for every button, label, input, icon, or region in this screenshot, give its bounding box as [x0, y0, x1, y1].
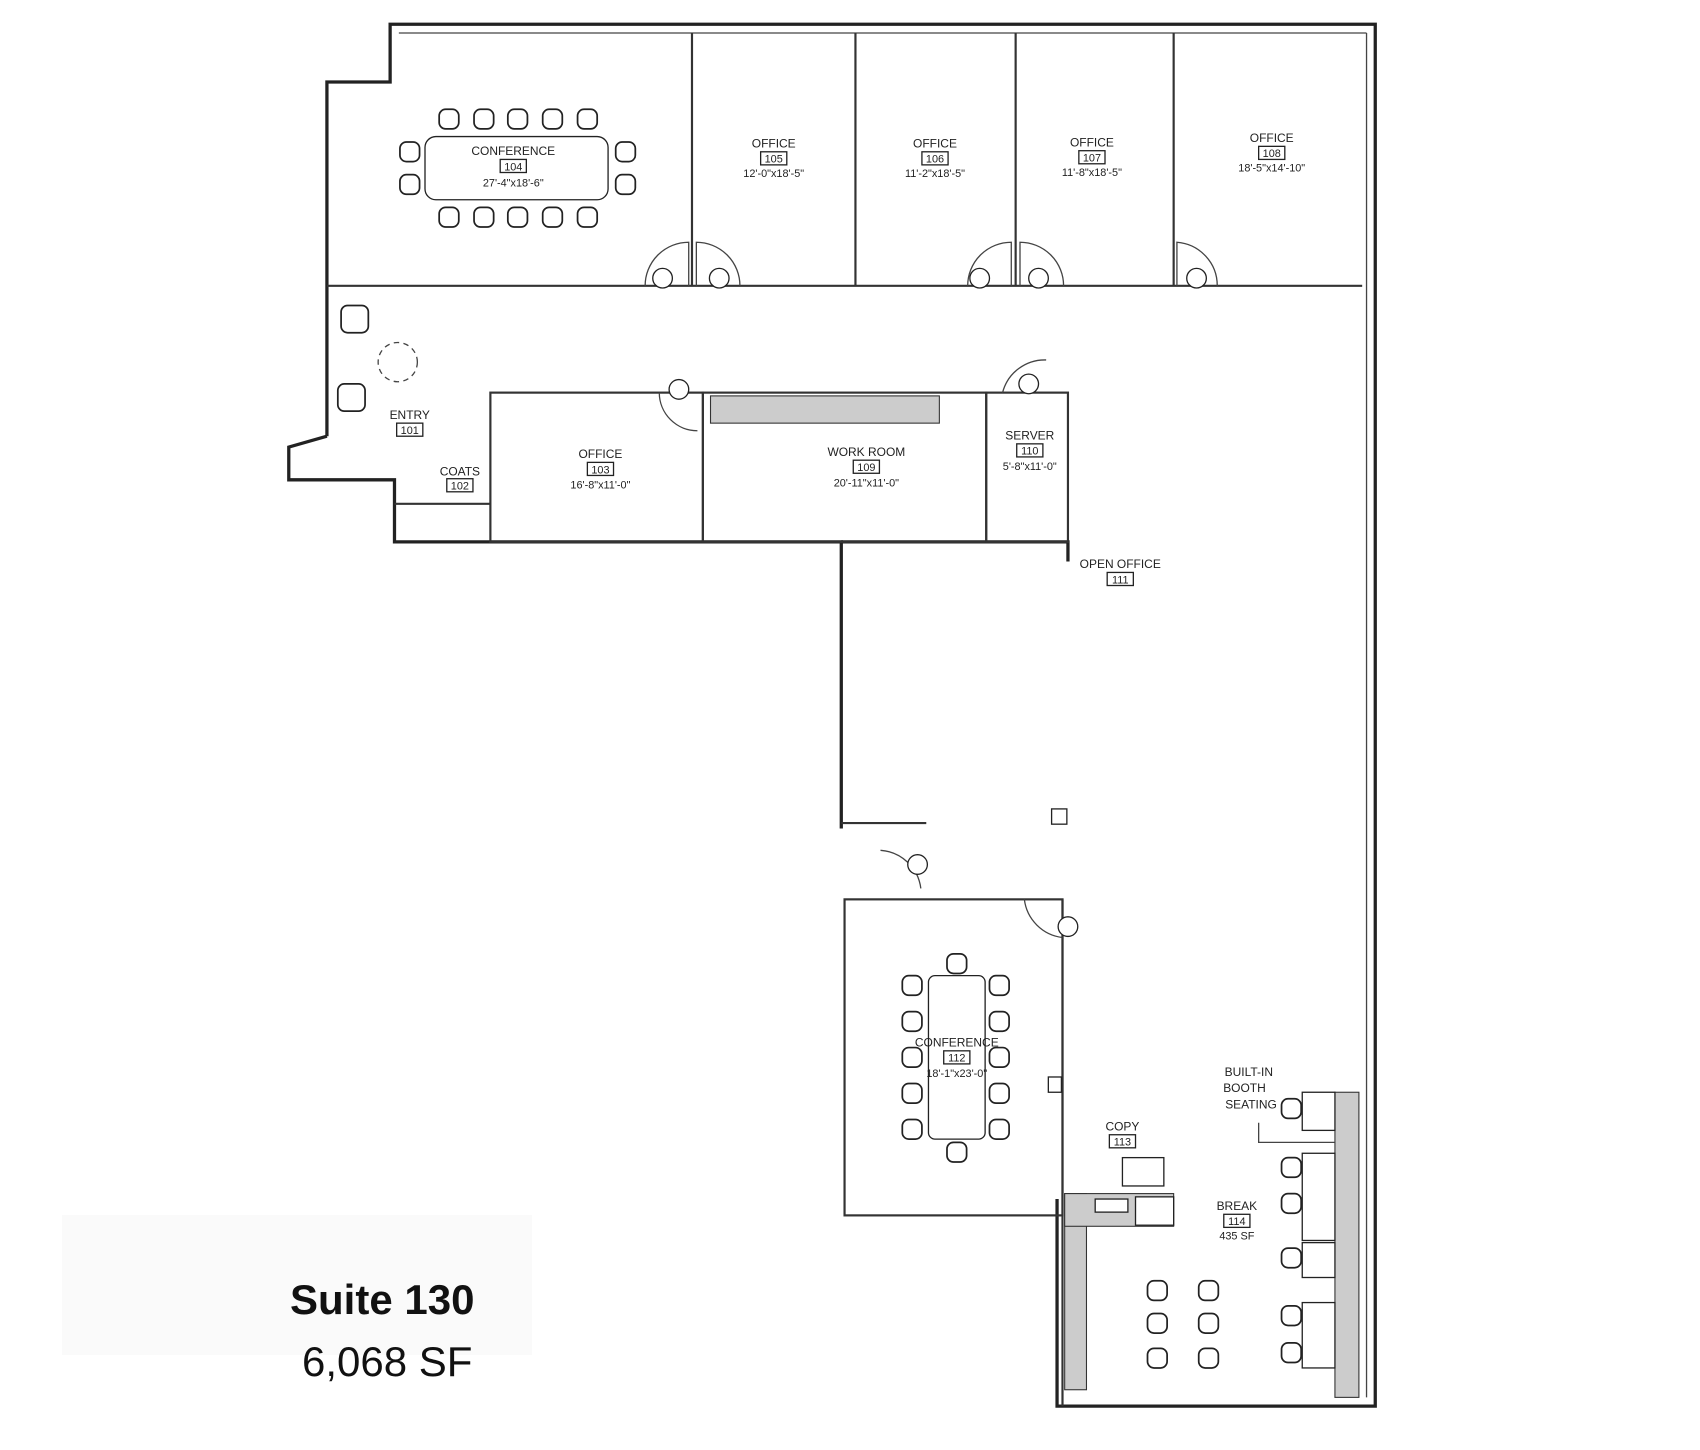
room-name: COATS: [440, 464, 480, 478]
exterior-walls: [287, 22, 1377, 1408]
room-size: 18'-1"x23'-0": [926, 1068, 987, 1080]
room-conference-112: CONFERENCE 112 18'-1"x23'-0": [915, 1035, 999, 1080]
room-name: COPY: [1105, 1119, 1139, 1133]
room-size: 11'-8"x18'-5": [1062, 167, 1122, 179]
room-break-114: BREAK 114 435 SF: [1217, 1199, 1258, 1242]
room-number: 101: [401, 425, 419, 437]
interior-walls: [326, 33, 1363, 1407]
suite-area: 6,068 SF: [302, 1338, 473, 1385]
room-number: 107: [1083, 153, 1101, 165]
room-size: 20'-11"x11'-0": [834, 477, 899, 489]
furniture: [336, 108, 1303, 1369]
room-server-110: SERVER 110 5'-8"x11'-0": [1003, 428, 1057, 473]
room-size: 18'-5"x14'-10": [1238, 162, 1305, 174]
room-number: 106: [926, 154, 944, 166]
room-name: ENTRY: [390, 408, 430, 422]
room-number: 114: [1228, 1216, 1245, 1228]
room-name: WORK ROOM: [827, 445, 905, 459]
room-name: SERVER: [1005, 428, 1054, 442]
room-entry-101: ENTRY 101: [390, 408, 430, 437]
room-name: OPEN OFFICE: [1080, 557, 1161, 571]
room-name: OFFICE: [752, 136, 796, 150]
room-size: 5'-8"x11'-0": [1003, 461, 1057, 473]
doors: [377, 241, 1218, 939]
room-size: 12'-0"x18'-5": [743, 168, 804, 180]
room-coats-102: COATS 102: [440, 464, 480, 492]
room-number: 108: [1263, 148, 1281, 160]
room-name: OFFICE: [1070, 135, 1114, 149]
room-number: 110: [1021, 446, 1038, 458]
room-number: 111: [1112, 574, 1129, 586]
room-size: 435 SF: [1219, 1230, 1254, 1242]
room-size: 27'-4"x18'-6": [483, 178, 544, 190]
room-office-108: OFFICE 108 18'-5"x14'-10": [1238, 131, 1305, 174]
room-name: OFFICE: [1250, 131, 1294, 145]
room-copy-113: COPY 113: [1105, 1119, 1139, 1148]
room-number: 103: [591, 464, 609, 476]
room-work-room-109: WORK ROOM 109 20'-11"x11'-0": [827, 445, 905, 490]
room-name: OFFICE: [913, 136, 957, 150]
room-office-106: OFFICE 106 11'-2"x18'-5": [905, 136, 965, 179]
booth-line-1: BUILT-IN: [1225, 1065, 1273, 1079]
room-name: BREAK: [1217, 1199, 1258, 1213]
room-office-107: OFFICE 107 11'-8"x18'-5": [1062, 135, 1122, 178]
booth-line-3: SEATING: [1225, 1098, 1277, 1112]
room-number: 102: [451, 481, 469, 493]
booth-seating-label: BUILT-IN BOOTH SEATING: [1223, 1065, 1277, 1112]
booth-line-2: BOOTH: [1223, 1081, 1266, 1095]
room-name: CONFERENCE: [915, 1035, 999, 1049]
room-conference-104: CONFERENCE 104 27'-4"x18'-6": [471, 144, 555, 190]
room-name: CONFERENCE: [471, 144, 555, 158]
room-number: 104: [504, 161, 522, 173]
room-number: 113: [1114, 1137, 1131, 1149]
room-office-103: OFFICE 103 16'-8"x11'-0": [570, 447, 630, 492]
room-number: 109: [857, 462, 875, 474]
room-number: 112: [948, 1053, 965, 1065]
room-size: 11'-2"x18'-5": [905, 168, 965, 180]
room-office-105: OFFICE 105 12'-0"x18'-5": [743, 136, 804, 179]
room-size: 16'-8"x11'-0": [570, 480, 630, 492]
room-name: OFFICE: [579, 447, 623, 461]
room-number: 105: [765, 154, 783, 166]
suite-label-panel: [62, 1215, 532, 1355]
suite-title: Suite 130: [290, 1276, 475, 1323]
room-open-office-111: OPEN OFFICE 111: [1080, 557, 1161, 586]
